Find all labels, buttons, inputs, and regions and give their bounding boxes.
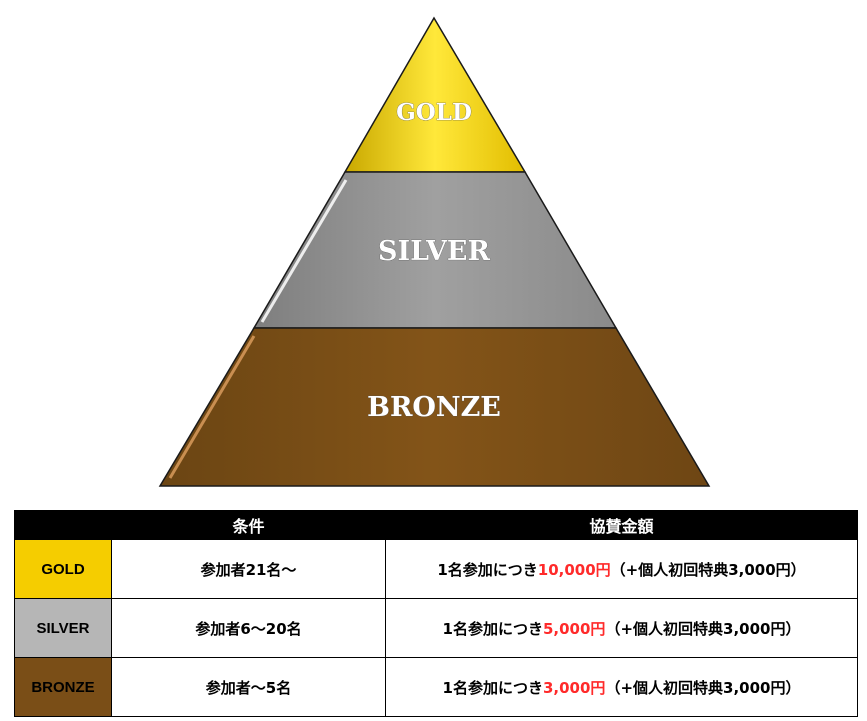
pyramid-label-silver: SILVER <box>378 236 490 267</box>
condition-cell: 参加者21名～ <box>111 539 386 599</box>
pyramid-highlight-bronze <box>168 335 256 479</box>
amount-value: 5,000円 <box>542 619 606 638</box>
amount-suffix: （+個人初回特典3,000円） <box>605 678 801 697</box>
table-row-bronze: BRONZE 参加者～5名 1名参加につき3,000円（+個人初回特典3,000… <box>14 657 858 717</box>
header-amount: 協賛金額 <box>385 510 858 540</box>
amount-prefix: 1名参加につき <box>442 678 543 697</box>
pyramid-label-bronze: BRONZE <box>367 392 501 423</box>
table-row-silver: SILVER 参加者6～20名 1名参加につき5,000円（+個人初回特典3,0… <box>14 598 858 658</box>
tier-cell-gold: GOLD <box>14 539 112 599</box>
condition-cell: 参加者6～20名 <box>111 598 386 658</box>
amount-cell: 1名参加につき5,000円（+個人初回特典3,000円） <box>385 598 858 658</box>
condition-cell: 参加者～5名 <box>111 657 386 717</box>
tier-cell-silver: SILVER <box>14 598 112 658</box>
amount-prefix: 1名参加につき <box>437 560 538 579</box>
amount-cell: 1名参加につき10,000円（+個人初回特典3,000円） <box>385 539 858 599</box>
amount-value: 3,000円 <box>542 678 606 697</box>
amount-prefix: 1名参加につき <box>442 619 543 638</box>
amount-cell: 1名参加につき3,000円（+個人初回特典3,000円） <box>385 657 858 717</box>
table-row-gold: GOLD 参加者21名～ 1名参加につき10,000円（+個人初回特典3,000… <box>14 539 858 599</box>
table-header-row: 条件 協賛金額 <box>14 510 858 540</box>
pyramid-highlight-silver <box>260 179 348 323</box>
amount-suffix: （+個人初回特典3,000円） <box>605 619 801 638</box>
pyramid-tier-gold <box>343 16 527 173</box>
tier-cell-bronze: BRONZE <box>14 657 112 717</box>
amount-suffix: （+個人初回特典3,000円） <box>610 560 806 579</box>
header-condition: 条件 <box>111 510 386 540</box>
sponsor-table: 条件 協賛金額 GOLD 参加者21名～ 1名参加につき10,000円（+個人初… <box>14 510 858 717</box>
pyramid-tier-bronze <box>158 327 711 487</box>
pyramid-label-gold: GOLD <box>396 99 472 126</box>
header-tier <box>14 510 112 540</box>
sponsor-pyramid: GOLD SILVER BRONZE <box>158 16 711 487</box>
amount-value: 10,000円 <box>537 560 611 579</box>
